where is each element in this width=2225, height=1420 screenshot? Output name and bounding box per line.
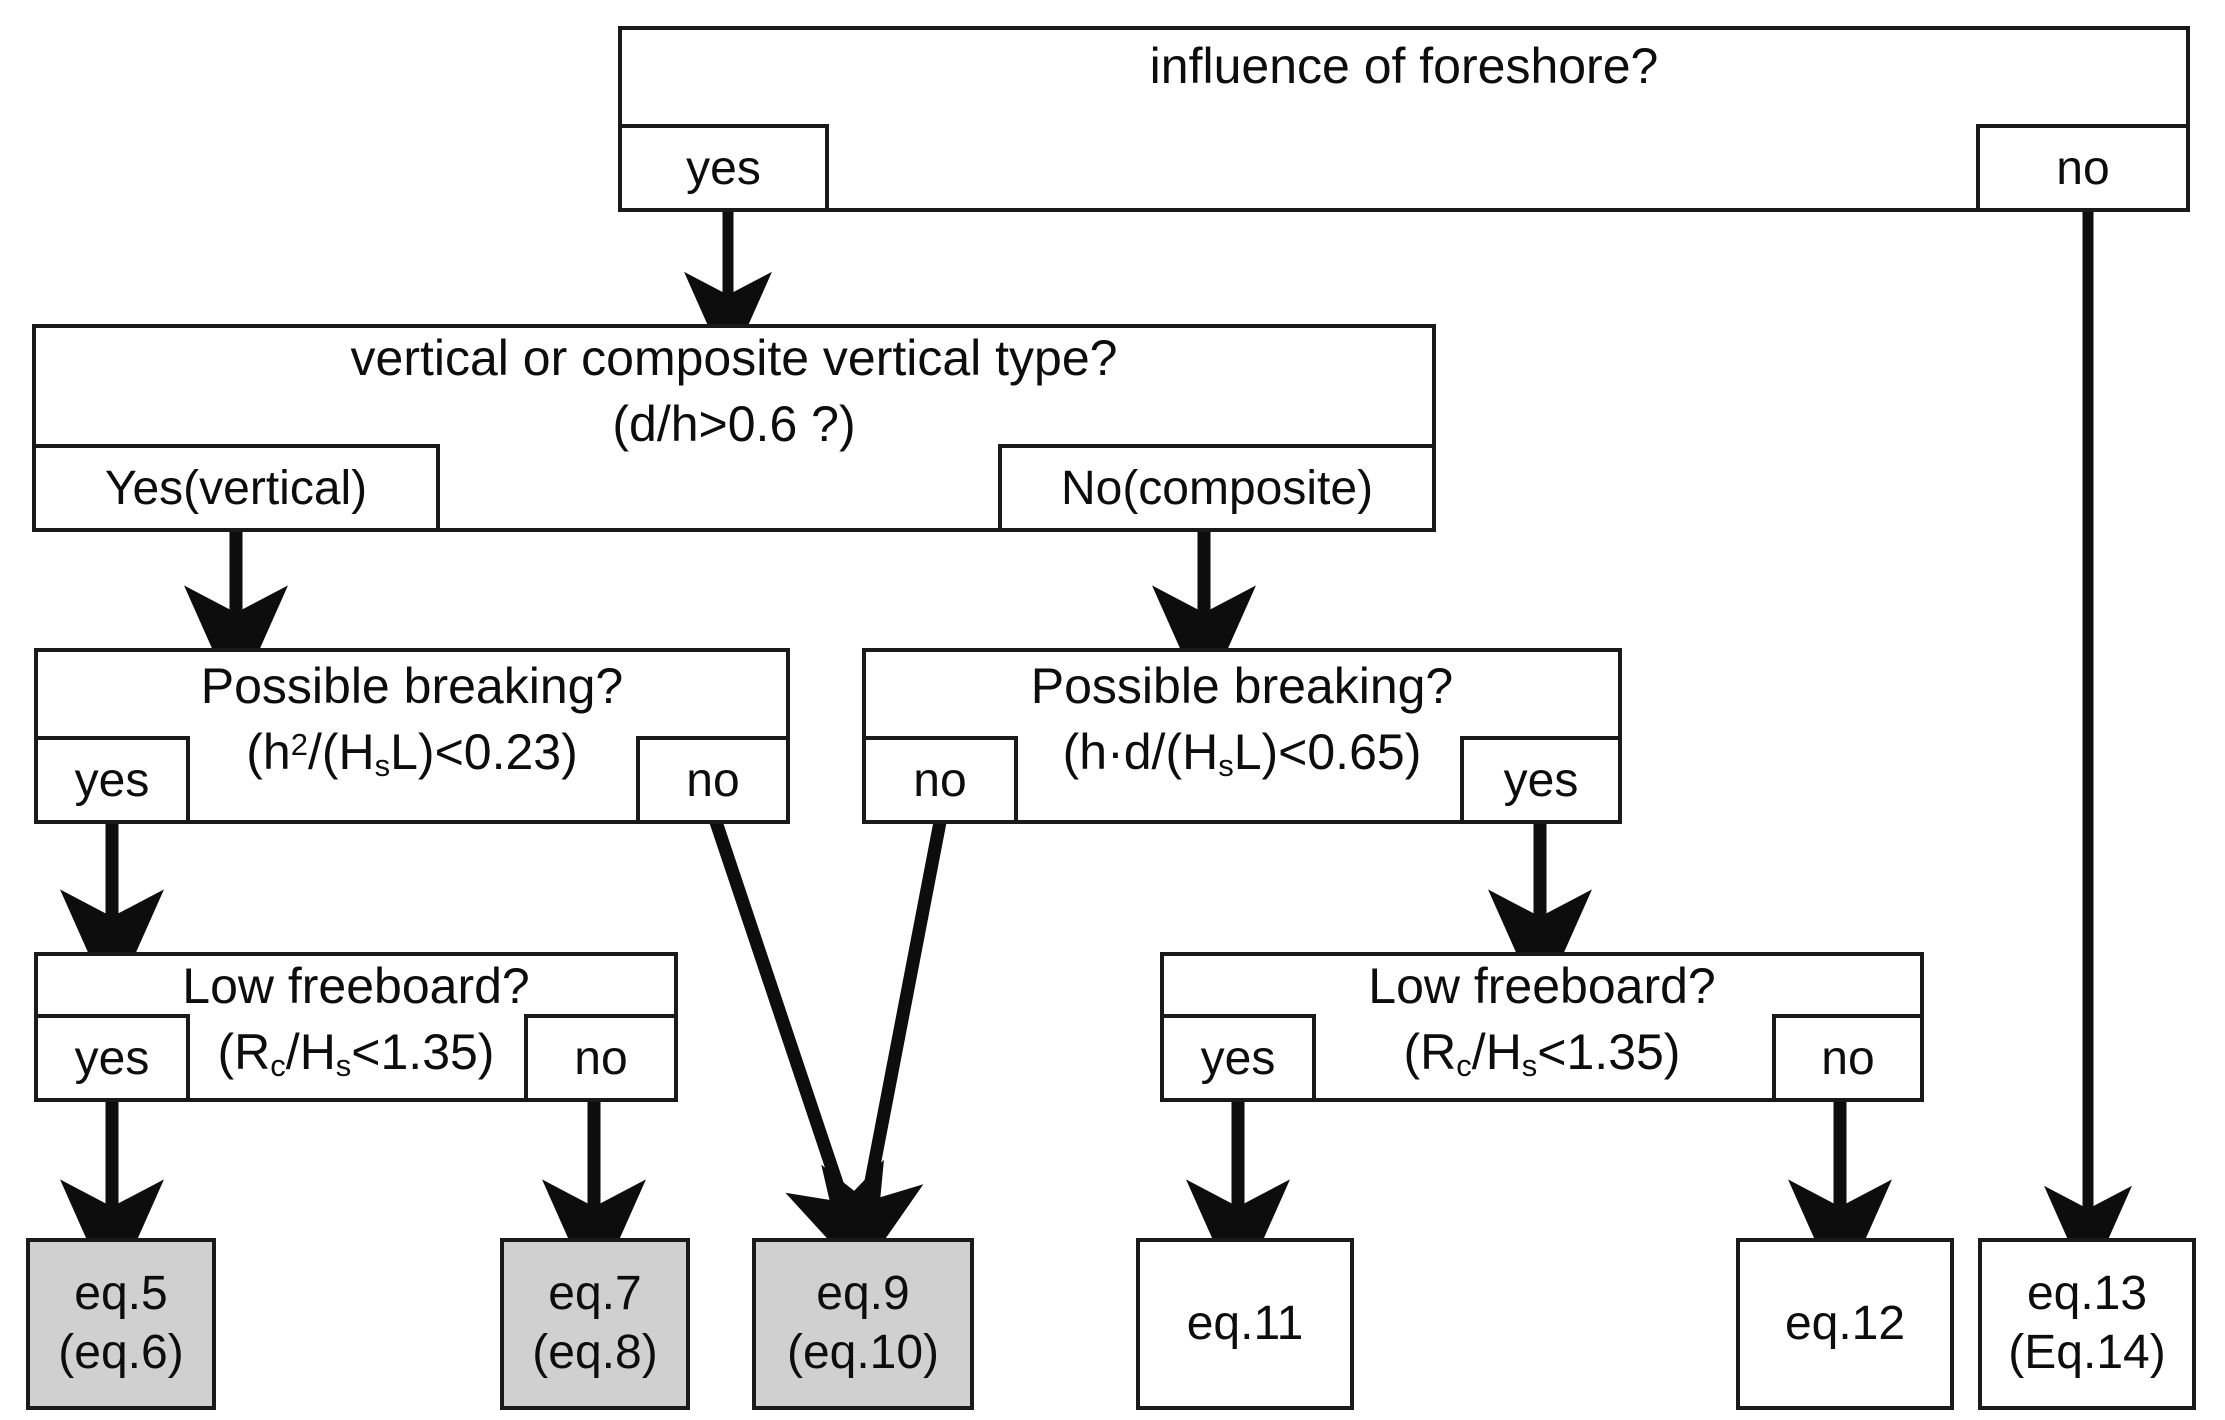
outcome-eq7-line2: (eq.8) (532, 1326, 658, 1379)
outcome-eq5-line1: eq.5 (74, 1267, 168, 1321)
outcome-eq11-line1: eq.11 (1186, 1296, 1304, 1350)
branch-freeboard-vertical-no[interactable]: no (524, 1014, 678, 1102)
branch-breaking-composite-yes[interactable]: yes (1460, 736, 1622, 824)
branch-freeboard-composite-yes[interactable]: yes (1160, 1014, 1316, 1102)
outcome-eq13-line2: (Eq.14) (2008, 1326, 2166, 1379)
branch-breaking-vertical-no[interactable]: no (636, 736, 790, 824)
outcome-eq12-line1: eq.12 (1784, 1296, 1906, 1350)
outcome-eq5[interactable]: eq.5 (eq.6) (26, 1238, 216, 1410)
branch-type-no-composite[interactable]: No(composite) (998, 444, 1436, 532)
outcome-eq11[interactable]: eq.11 (1136, 1238, 1354, 1410)
branch-breaking-composite-no[interactable]: no (862, 736, 1018, 824)
branch-freeboard-vertical-yes[interactable]: yes (34, 1014, 190, 1102)
branch-foreshore-yes[interactable]: yes (618, 124, 829, 212)
link-breaking-right-no (821, 820, 947, 1290)
branch-foreshore-no[interactable]: no (1976, 124, 2190, 212)
outcome-eq12[interactable]: eq.12 (1736, 1238, 1954, 1410)
branch-type-yes-vertical[interactable]: Yes(vertical) (32, 444, 440, 532)
node-influence-of-foreshore[interactable] (618, 26, 2190, 212)
outcome-eq5-line2: (eq.6) (58, 1326, 184, 1379)
link-breaking-left-no (709, 819, 884, 1288)
outcome-eq9[interactable]: eq.9 (eq.10) (752, 1238, 974, 1410)
outcome-eq9-line1: eq.9 (816, 1267, 910, 1321)
branch-freeboard-composite-no[interactable]: no (1772, 1014, 1924, 1102)
outcome-eq9-line2: (eq.10) (786, 1326, 940, 1379)
outcome-eq7[interactable]: eq.7 (eq.8) (500, 1238, 690, 1410)
branch-breaking-vertical-yes[interactable]: yes (34, 736, 190, 824)
outcome-eq13-line1: eq.13 (2026, 1267, 2148, 1321)
outcome-eq7-line1: eq.7 (548, 1267, 642, 1321)
outcome-eq13[interactable]: eq.13 (Eq.14) (1978, 1238, 2196, 1410)
